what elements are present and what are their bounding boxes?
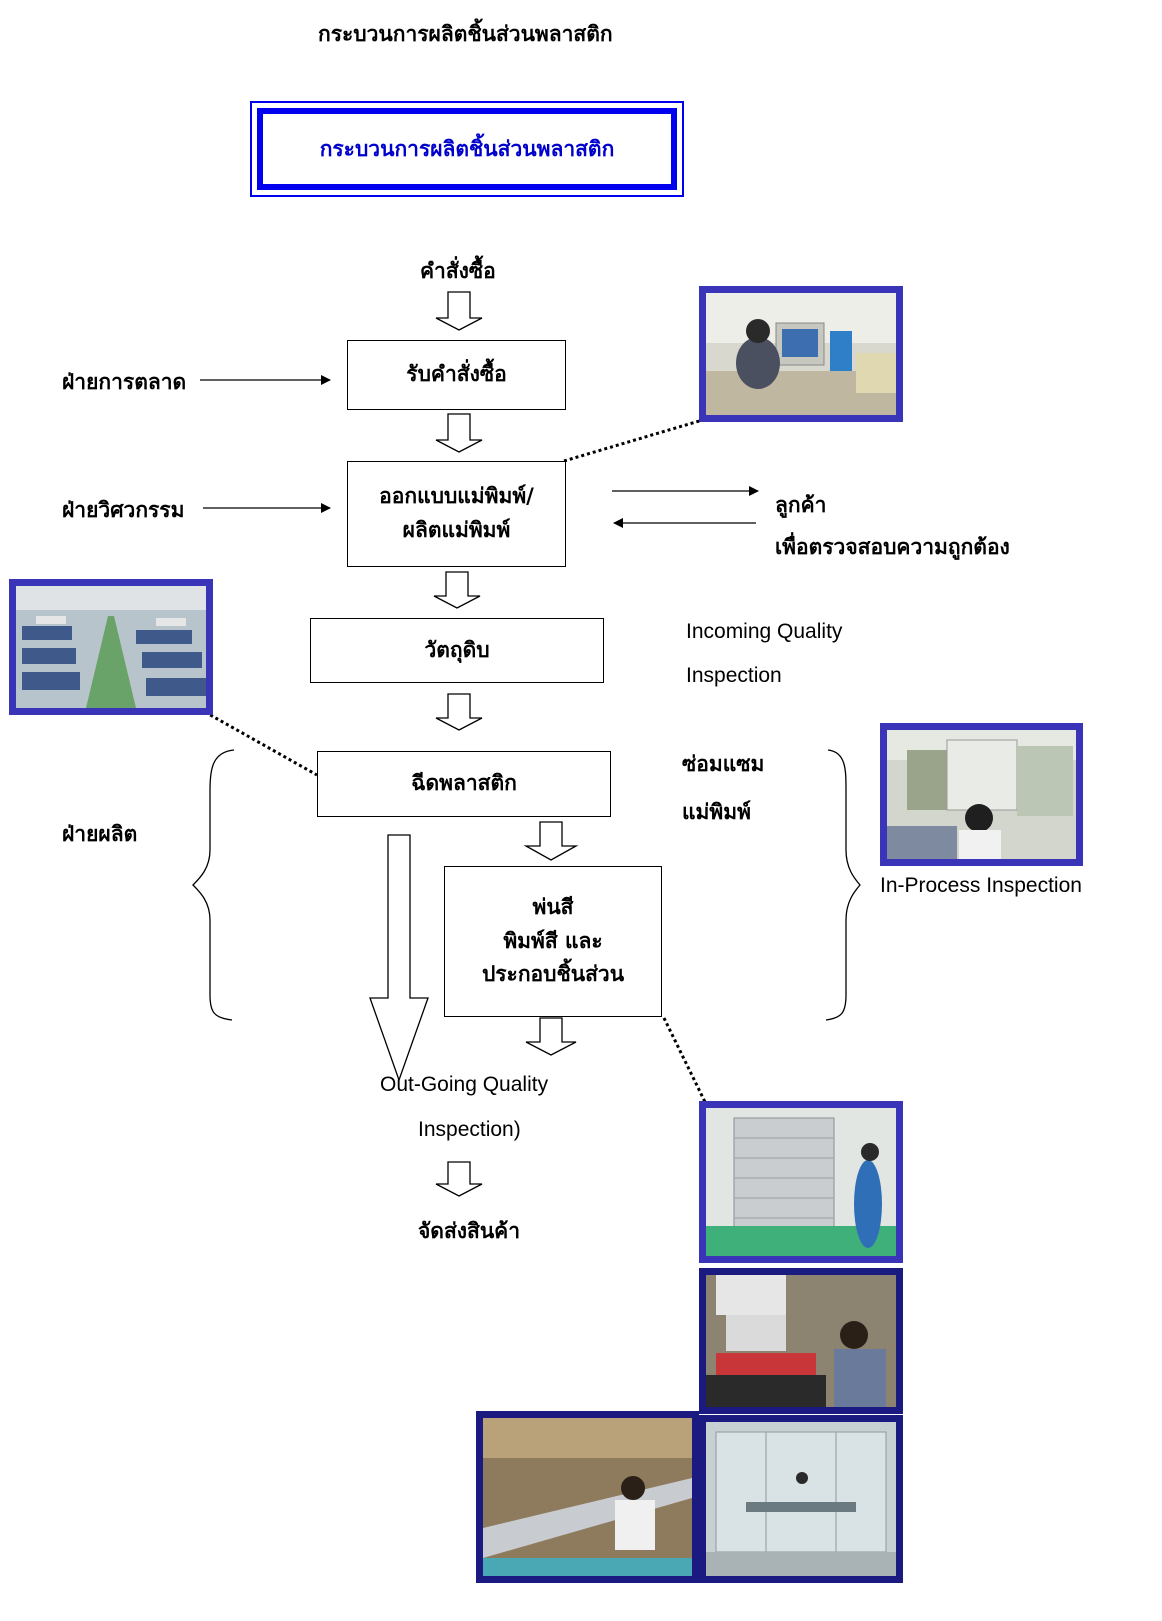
dotted-line-office <box>563 417 707 463</box>
mold-repair-line1: ซ่อมแซม <box>682 752 765 776</box>
incoming-qc-line1: Incoming Quality <box>686 620 843 643</box>
photo-clean-booth <box>699 1415 903 1583</box>
step-injection-label: ฉีดพลาสติก <box>411 771 517 796</box>
step-design-mold-line2: ผลิตแม่พิมพ์ <box>402 518 511 542</box>
photo-printing-machine <box>699 1268 903 1414</box>
start-label: คำสั่งซื้อ <box>420 259 496 283</box>
outgoing-qc-line2: Inspection) <box>418 1118 521 1141</box>
photo-factory-floor <box>9 579 213 715</box>
hollow-arrow-4 <box>435 693 483 731</box>
step-injection: ฉีดพลาสติก <box>317 751 611 817</box>
step-raw-material-label: วัตถุดิบ <box>424 637 490 662</box>
dept-marketing: ฝ่ายการตลาด <box>62 370 187 394</box>
banner-title: กระบวนการผลิตชิ้นส่วนพลาสติก <box>319 136 615 161</box>
in-process-label: In-Process Inspection <box>880 874 1082 897</box>
photo-office-computer <box>699 286 903 422</box>
step-finishing-line2: พิมพ์สี และ <box>503 928 603 953</box>
hollow-arrow-5 <box>523 821 579 861</box>
photo-assembly-line <box>476 1411 699 1583</box>
photo-in-process-inspection <box>880 723 1083 866</box>
hollow-arrow-3 <box>433 571 481 609</box>
outgoing-qc-line1: Out-Going Quality <box>380 1073 549 1096</box>
step-receive-order: รับคำสั่งซื้อ <box>347 340 566 410</box>
photo-cleanroom <box>699 1101 903 1263</box>
incoming-qc-line2: Inspection <box>686 664 782 687</box>
left-brace <box>192 749 235 1021</box>
dotted-line-factory <box>204 710 318 777</box>
step-design-mold-line1: ออกแบบแม่พิมพ์/ <box>379 484 534 509</box>
hollow-arrow-1 <box>435 291 483 331</box>
hollow-arrow-6 <box>525 1017 577 1056</box>
title-banner: กระบวนการผลิตชิ้นส่วนพลาสติก <box>250 101 684 197</box>
step-raw-material: วัตถุดิบ <box>310 618 604 683</box>
hollow-arrows <box>369 291 579 1197</box>
end-label: จัดส่งสินค้า <box>418 1219 521 1243</box>
step-finishing: พ่นสี พิมพ์สี และ ประกอบชิ้นส่วน <box>444 866 662 1017</box>
mold-repair-line2: แม่พิมพ์ <box>682 800 751 824</box>
dotted-line-assembly <box>662 1017 708 1105</box>
dept-engineering: ฝ่ายวิศวกรรม <box>62 498 185 522</box>
hollow-arrow-2 <box>435 413 483 453</box>
hollow-arrow-7 <box>435 1161 483 1197</box>
right-brace <box>825 749 861 1021</box>
page-title: กระบวนการผลิตชิ้นส่วนพลาสติก <box>318 22 613 46</box>
step-design-mold: ออกแบบแม่พิมพ์/ ผลิตแม่พิมพ์ <box>347 461 566 567</box>
step-receive-order-label: รับคำสั่งซื้อ <box>406 362 507 387</box>
dept-production: ฝ่ายผลิต <box>62 822 138 846</box>
step-finishing-line1: พ่นสี <box>532 895 574 920</box>
customer-line2: เพื่อตรวจสอบความถูกต้อง <box>775 535 1010 559</box>
step-finishing-line3: ประกอบชิ้นส่วน <box>481 962 625 987</box>
tall-outgoing-arrow <box>369 834 429 1082</box>
customer-line1: ลูกค้า <box>775 493 827 517</box>
